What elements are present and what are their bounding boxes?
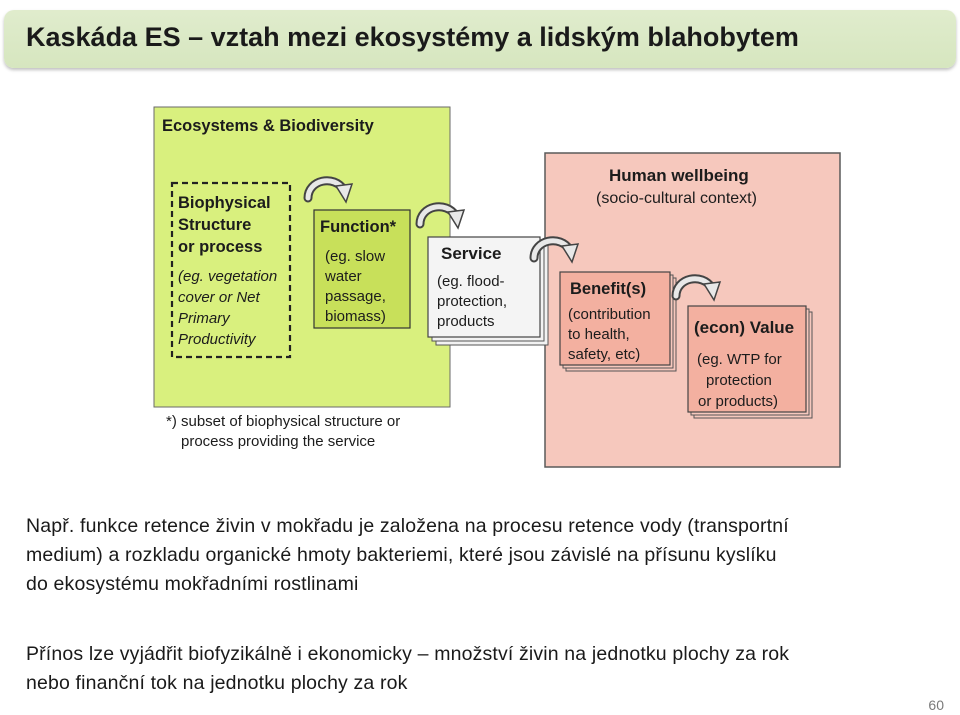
biophysical-line-3: or process: [178, 238, 262, 256]
paragraph-2: Přínos lze vyjádřit biofyzikálně i ekono…: [26, 640, 946, 698]
paragraph-1: Např. funkce retence živin v mokřadu je …: [26, 512, 946, 599]
human-wellbeing-subtitle: (socio-cultural context): [596, 190, 757, 207]
service-example-3: products: [437, 313, 495, 330]
footnote-line-1: *) subset of biophysical structure or: [166, 413, 400, 430]
arrow-icon-3: [529, 236, 580, 264]
human-wellbeing-title: Human wellbeing: [609, 166, 749, 185]
biophysical-example-3: Primary: [178, 310, 231, 327]
paragraph-1-line-2: medium) a rozkladu organické hmoty bakte…: [26, 544, 777, 566]
biophysical-example-4: Productivity: [178, 331, 257, 348]
function-example-4: biomass): [325, 308, 386, 325]
function-example-3: passage,: [325, 288, 386, 305]
arrow-icon-4: [671, 274, 722, 302]
function-box: [313, 209, 411, 329]
function-title: Function*: [320, 218, 397, 236]
benefit-example-2: to health,: [568, 326, 630, 343]
slide-title: Kaskáda ES – vztah mezi ekosystémy a lid…: [26, 22, 799, 52]
function-example-2: water: [324, 268, 362, 285]
benefit-example-1: (contribution: [568, 306, 651, 323]
biophysical-line-2: Structure: [178, 216, 251, 234]
value-example-3: or products): [698, 393, 778, 410]
benefit-example-3: safety, etc): [568, 346, 640, 363]
paragraph-2-line-1: Přínos lze vyjádřit biofyzikálně i ekono…: [26, 643, 790, 665]
service-example-2: protection,: [437, 293, 507, 310]
value-example-2: protection: [706, 372, 772, 389]
biophysical-example-1: (eg. vegetation: [178, 268, 277, 285]
benefit-title: Benefit(s): [570, 280, 646, 298]
service-box: [427, 236, 541, 338]
service-example-1: (eg. flood-: [437, 273, 505, 290]
footnote-line-2: process providing the service: [181, 433, 375, 450]
paragraph-1-line-1: Např. funkce retence živin v mokřadu je …: [26, 515, 789, 537]
value-box: [687, 305, 807, 413]
value-example-1: (eg. WTP for: [697, 351, 782, 368]
arrow-icon-1: [303, 176, 354, 204]
function-example-1: (eg. slow: [325, 248, 385, 265]
biophysical-box: [170, 181, 292, 359]
biophysical-example-2: cover or Net: [178, 289, 261, 306]
paragraph-1-line-3: do ekosystému mokřadními rostlinami: [26, 573, 359, 595]
ecosystems-label: Ecosystems & Biodiversity: [162, 117, 375, 135]
paragraph-2-line-2: nebo finanční tok na jednotku plochy za …: [26, 672, 408, 694]
page-number: 60: [928, 697, 944, 713]
service-title: Service: [441, 244, 502, 263]
benefit-box: [559, 271, 671, 366]
arrow-icon-2: [415, 202, 466, 230]
biophysical-line-1: Biophysical: [178, 194, 271, 212]
value-title: (econ) Value: [694, 318, 794, 337]
title-bar: Kaskáda ES – vztah mezi ekosystémy a lid…: [4, 10, 956, 68]
